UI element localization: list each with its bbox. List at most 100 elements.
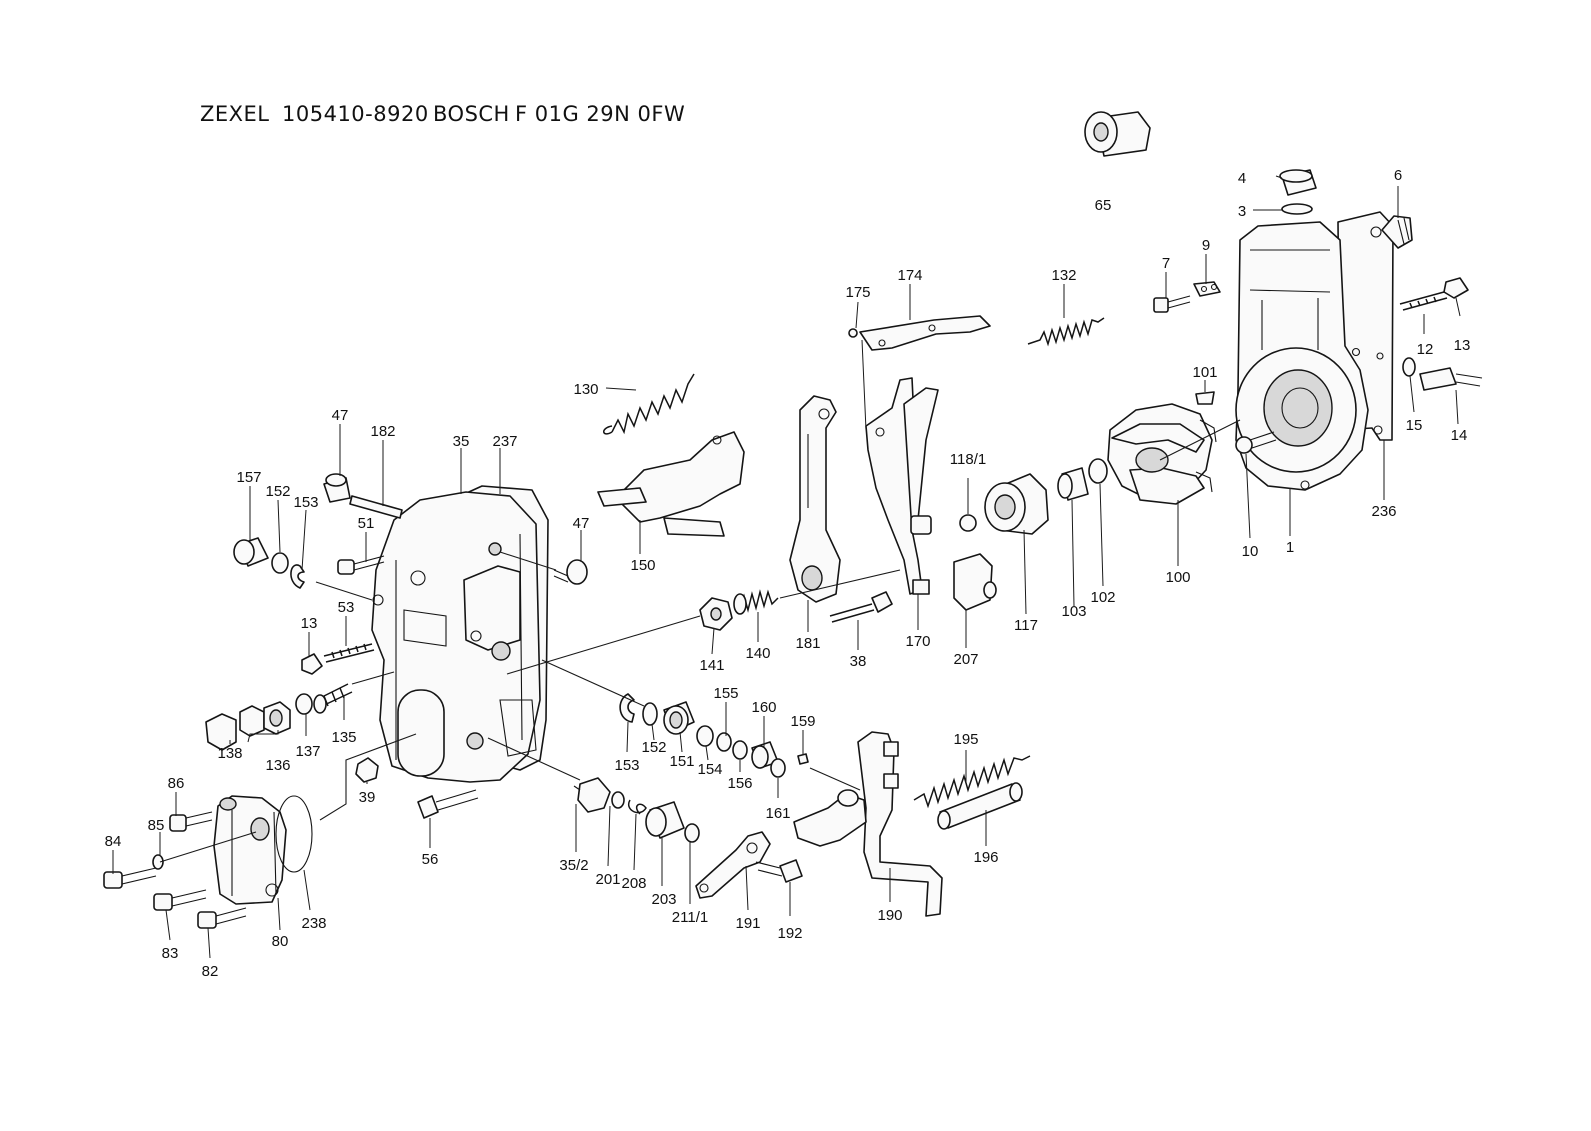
screw-84	[103, 867, 157, 889]
bolt-51	[337, 555, 385, 575]
callout-236: 236	[1371, 503, 1396, 520]
o-ring-152-right	[642, 702, 658, 726]
o-ring-201	[611, 791, 625, 809]
governor-cover-35	[371, 491, 541, 783]
fitting-35-2	[573, 777, 611, 813]
callout-153-left: 153	[293, 494, 318, 511]
callout-86: 86	[168, 775, 185, 792]
governor-housing	[1235, 211, 1394, 491]
guide-lever-150	[597, 431, 745, 537]
callout-47-left: 47	[332, 407, 349, 424]
callout-170: 170	[905, 633, 930, 650]
callout-138: 138	[217, 745, 242, 762]
screw-192	[755, 859, 803, 883]
callout-3: 3	[1238, 203, 1246, 220]
washer-118-1	[959, 514, 977, 532]
callout-203: 203	[651, 891, 676, 908]
callout-9: 9	[1202, 237, 1210, 254]
adjusting-screw-140	[733, 589, 779, 615]
callout-101: 101	[1192, 364, 1217, 381]
callout-7: 7	[1162, 255, 1170, 272]
callout-155: 155	[713, 685, 738, 702]
callout-196: 196	[973, 849, 998, 866]
callout-159: 159	[790, 713, 815, 730]
callout-207: 207	[953, 651, 978, 668]
washer-211-1	[684, 823, 700, 843]
gasket-3	[1281, 203, 1313, 215]
nut-39	[355, 757, 379, 783]
callout-35-2: 35/2	[559, 857, 588, 874]
callout-174: 174	[897, 267, 922, 284]
nut-13-left	[301, 653, 323, 675]
callout-152-left: 152	[265, 483, 290, 500]
callout-65: 65	[1095, 197, 1112, 214]
flyweight-assembly-100	[1107, 403, 1217, 505]
callout-13-right: 13	[1454, 337, 1471, 354]
callout-137: 137	[295, 743, 320, 760]
stop-bolt-14	[1419, 367, 1483, 391]
nut-136	[239, 705, 265, 737]
tensioning-lever-170	[865, 377, 939, 595]
stop-screw-135	[313, 683, 353, 714]
cap-nut-138	[205, 713, 237, 751]
retainer-101	[1195, 391, 1215, 405]
callout-80: 80	[272, 933, 289, 950]
screw-10	[1235, 431, 1277, 454]
callout-157: 157	[236, 469, 261, 486]
callout-208: 208	[621, 875, 646, 892]
vent-plug-6	[1381, 215, 1413, 249]
callout-195: 195	[953, 731, 978, 748]
o-ring-152-left	[271, 552, 289, 574]
plug-157	[233, 537, 269, 567]
callout-56: 56	[422, 851, 439, 868]
callout-237: 237	[492, 433, 517, 450]
callout-100: 100	[1165, 569, 1190, 586]
callout-15: 15	[1406, 417, 1423, 434]
callout-6: 6	[1394, 167, 1402, 184]
callout-192: 192	[777, 925, 802, 942]
callout-82: 82	[202, 963, 219, 980]
callout-39: 39	[359, 789, 376, 806]
pin-182	[349, 495, 403, 519]
diagram-title-part-number: 105410-8920	[282, 102, 429, 126]
stop-lever-190	[793, 731, 943, 917]
spring-195	[913, 755, 1031, 809]
spring-130	[603, 373, 695, 435]
washer-15	[1402, 357, 1416, 377]
screw-plug-47-left	[323, 473, 351, 503]
callout-135: 135	[331, 729, 356, 746]
callout-130: 130	[573, 381, 598, 398]
callout-154: 154	[697, 761, 722, 778]
callout-38: 38	[850, 653, 867, 670]
callout-141: 141	[699, 657, 724, 674]
cover-80	[213, 795, 287, 905]
washer-137	[295, 693, 313, 715]
washer-85	[152, 854, 164, 870]
callout-182: 182	[370, 423, 395, 440]
callout-14: 14	[1451, 427, 1468, 444]
sleeve-203	[645, 801, 685, 839]
spring-208	[627, 799, 647, 815]
lever-174	[859, 315, 991, 351]
callout-35: 35	[453, 433, 470, 450]
floating-lever-181	[789, 395, 841, 603]
screw-38	[829, 591, 893, 623]
screw-86	[169, 811, 213, 832]
callout-51: 51	[358, 515, 375, 532]
block-207	[953, 553, 997, 611]
callout-160: 160	[751, 699, 776, 716]
callout-47-right: 47	[573, 515, 590, 532]
callout-152-right: 152	[641, 739, 666, 756]
callout-102: 102	[1090, 589, 1115, 606]
washer-102	[1088, 458, 1108, 484]
washer-155	[716, 732, 732, 752]
bushing-151	[663, 701, 695, 735]
callout-156: 156	[727, 775, 752, 792]
callout-150: 150	[630, 557, 655, 574]
clip-175	[848, 328, 858, 338]
sleeve-196	[937, 782, 1023, 830]
callout-53: 53	[338, 599, 355, 616]
nut-141	[699, 597, 733, 631]
adjusting-nut-65	[1084, 111, 1151, 157]
